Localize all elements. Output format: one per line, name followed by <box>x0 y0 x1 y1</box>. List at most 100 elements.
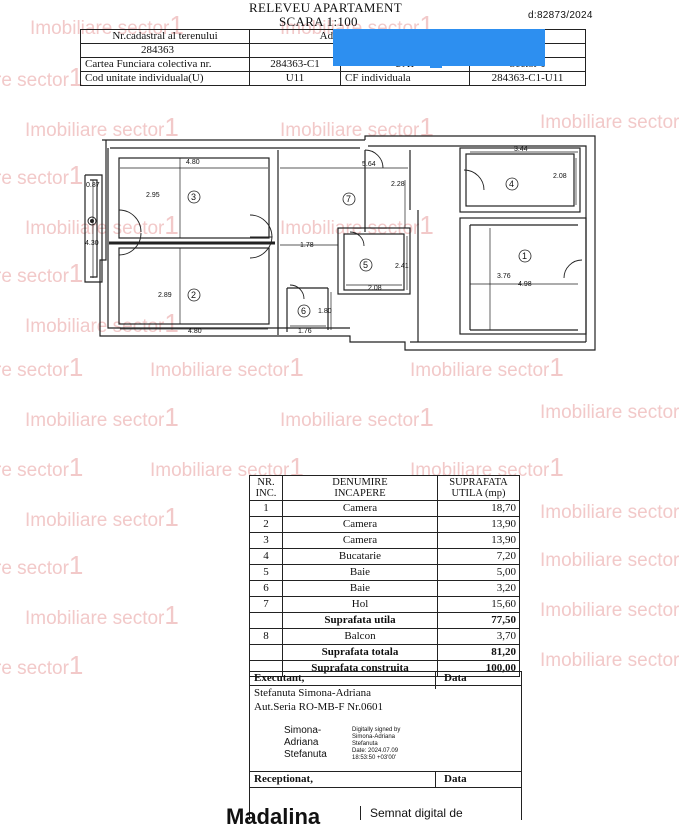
watermark-text: Imobiliare sector <box>540 550 679 571</box>
dim-label: 5.64 <box>362 161 376 168</box>
watermark-text: re sector1 <box>0 62 84 92</box>
room-number: 1 <box>522 251 527 261</box>
cod-value: U11 <box>249 71 341 86</box>
watermark-text: re sector1 <box>0 452 84 482</box>
signature-block: Executant, Data Stefanuta Simona-Adriana… <box>249 671 522 820</box>
watermark-text: Imobiliare sector <box>540 402 679 423</box>
watermark-text: Imobiliare sector1 <box>25 112 179 142</box>
dim-label: 4.30 <box>85 240 99 247</box>
dim-label: 4.98 <box>518 281 532 288</box>
receptionat-date-label: Data <box>444 773 467 785</box>
room-area: 13,90 <box>437 516 520 533</box>
executant-authorization: Aut.Seria RO-MB-F Nr.0601 <box>254 701 383 713</box>
room-number: 4 <box>509 179 514 189</box>
watermark-text: Imobiliare sector1 <box>410 352 564 382</box>
watermark-text: Imobiliare sector <box>540 600 679 621</box>
room-area: 7,20 <box>437 548 520 565</box>
executant-label: Executant, <box>254 672 305 684</box>
watermark-text: re sector1 <box>0 352 84 382</box>
dim-label: 4.80 <box>186 159 200 166</box>
room-nr: 5 <box>249 564 283 581</box>
door-swings <box>118 149 583 300</box>
executant-date-label: Data <box>444 672 467 684</box>
dim-label: 4.80 <box>188 328 202 335</box>
dim-label: 1.80 <box>318 308 332 315</box>
room-area: 18,70 <box>437 500 520 517</box>
watermark-text: Imobiliare sector1 <box>25 210 179 240</box>
room-area: 13,90 <box>437 532 520 549</box>
document-title: RELEVEU APARTAMENT <box>249 0 402 15</box>
room-name: Hol <box>282 596 438 613</box>
dim-label: 2.41 <box>395 263 409 270</box>
room-number: 6 <box>301 306 306 316</box>
room-number: 3 <box>191 192 196 202</box>
dim-label: 2.89 <box>158 292 172 299</box>
document-reference: d:82873/2024 <box>528 10 593 21</box>
dim-label: 1.76 <box>298 328 312 335</box>
room-nr: 8 <box>249 628 283 645</box>
dimension-lines <box>92 151 578 330</box>
watermark-text: re sector1 <box>0 550 84 580</box>
watermark-text: re sector1 <box>0 160 84 190</box>
room-area: 3,20 <box>437 580 520 597</box>
executant-name: Stefanuta Simona-Adriana <box>254 687 371 699</box>
cod-label: Cod unitate individuala(U) <box>80 71 250 86</box>
room-markers: 1 2 3 4 5 6 7 <box>187 177 532 318</box>
useful-area-label: Suprafata utila <box>282 612 438 629</box>
watermark-text: re sector1 <box>0 258 84 288</box>
room-name: Camera <box>282 532 438 549</box>
dim-label: 1.78 <box>300 242 314 249</box>
handwritten-signature: Simona- Adriana Stefanuta <box>284 725 327 760</box>
carte-value: 284363-C1 <box>249 57 341 72</box>
room-name: Baie <box>282 564 438 581</box>
watermark-text: Imobiliare sector <box>540 650 679 671</box>
header-nr: NR. INC. <box>249 475 283 501</box>
cut-off-digital-label: Semnat digital de <box>370 806 463 820</box>
receptionat-label: Receptionat, <box>254 773 313 785</box>
dim-label: 2.95 <box>146 192 160 199</box>
room-name: Baie <box>282 580 438 597</box>
cf-label: CF individuala <box>340 71 470 86</box>
cf-value: 284363-C1-U11 <box>469 71 586 86</box>
walls <box>84 135 596 351</box>
useful-area-value: 77,50 <box>437 612 520 629</box>
room-area: 3,70 <box>437 628 520 645</box>
watermark-text: Imobiliare sector1 <box>150 352 304 382</box>
room-nr: 4 <box>249 548 283 565</box>
room-area: 15,60 <box>437 596 520 613</box>
cut-off-signature-name: Madalina <box>226 804 321 829</box>
dimension-labels: 4.80 2.95 0.87 4.30 2.89 4.80 5.64 2.28 … <box>85 146 567 335</box>
room-nr: 3 <box>249 532 283 549</box>
watermark-text: Imobiliare sector1 <box>280 402 434 432</box>
room-number: 7 <box>346 194 351 204</box>
room-nr: 7 <box>249 596 283 613</box>
dim-label: 3.44 <box>514 146 528 153</box>
watermark-text: Imobiliare sector1 <box>25 402 179 432</box>
dim-label: 2.28 <box>391 181 405 188</box>
dim-label: 0.87 <box>86 182 100 189</box>
room-name: Camera <box>282 516 438 533</box>
entrance-symbol <box>87 216 97 226</box>
header-area: SUPRAFATA UTILA (mp) <box>437 475 520 501</box>
room-nr: 6 <box>249 580 283 597</box>
room-nr: 1 <box>249 500 283 517</box>
dim-label: 3.76 <box>497 273 511 280</box>
watermark-text: Imobiliare sector <box>540 112 679 133</box>
watermark-text: Imobiliare sector1 <box>25 502 179 532</box>
room-nr: 2 <box>249 516 283 533</box>
dim-label: 2.08 <box>368 285 382 292</box>
watermark-text: Imobiliare sector1 <box>25 308 179 338</box>
redaction-mark <box>430 60 442 68</box>
watermark-text: re sector1 <box>0 650 84 680</box>
room-name: Camera <box>282 500 438 517</box>
total-area-label: Suprafata totala <box>282 644 438 661</box>
room-number: 5 <box>363 260 368 270</box>
room-area: 5,00 <box>437 564 520 581</box>
